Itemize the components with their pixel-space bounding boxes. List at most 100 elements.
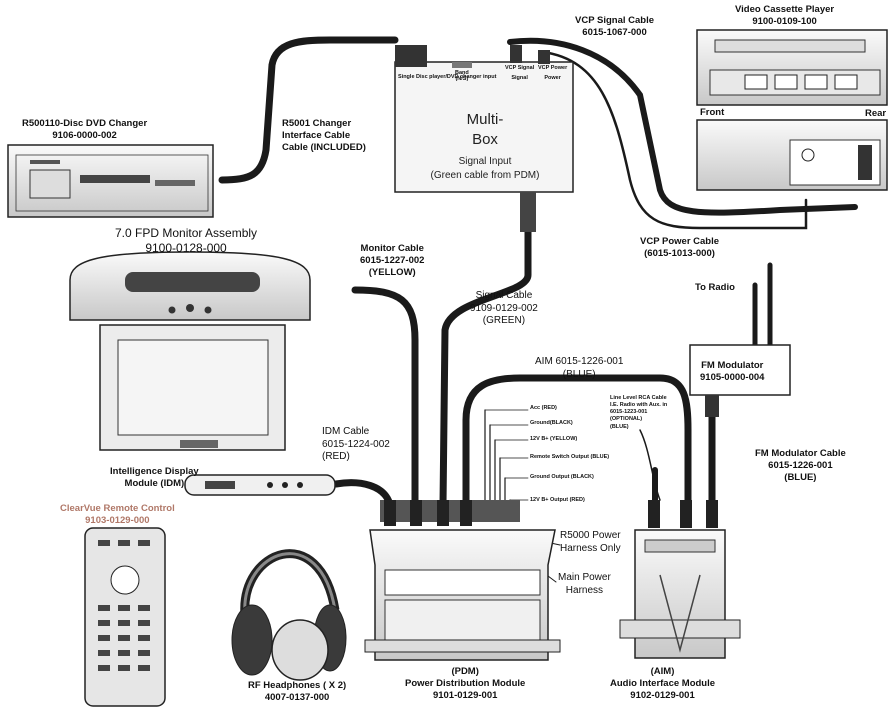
dvd-changer-label: R500110-Disc DVD Changer 9106-0000-002	[22, 118, 147, 142]
line-level-5: (BLUE)	[610, 423, 629, 430]
aim-label: (AIM) Audio Interface Module 9102-0129-0…	[610, 666, 715, 702]
multibox-port-changer: Single Disc player/DVD changer input	[398, 74, 497, 80]
signal-cable-part: 9109-0129-002	[470, 302, 538, 314]
fm-modulator-device	[689, 344, 791, 417]
r5000-harness-2: Harness Only	[560, 542, 621, 554]
monitor-cable-part: 6015-1227-002	[360, 254, 425, 266]
line-level-1: Line Level RCA Cable	[610, 395, 667, 401]
idm-cable	[332, 479, 394, 509]
signal-cable-color: (GREEN)	[482, 315, 526, 326]
signal-cable-label: Signal Cable 9109-0129-002 (GREEN)	[470, 290, 538, 328]
remote-label: ClearVue Remote Control 9103-0129-000	[60, 503, 175, 527]
multibox-signal-input-1: Signal Input	[458, 156, 512, 167]
r5000-harness-1: R5000 Power	[560, 530, 621, 541]
radio-wires	[752, 262, 773, 348]
r5000-harness-label: R5000 Power Harness Only	[560, 530, 621, 555]
monitor-cable-name: Monitor Cable	[360, 243, 424, 254]
vcp-signal-cable-label: VCP Signal Cable 6015-1067-000	[575, 15, 654, 39]
idm-line1: Intelligence Display	[110, 466, 199, 477]
main-harness-label: Main Power Harness	[558, 572, 611, 597]
changer-cable-line2: Interface Cable	[282, 129, 351, 141]
aim-device	[619, 500, 741, 659]
signal-cable	[439, 226, 532, 509]
multibox-signal-input-2: (Green cable from PDM)	[430, 169, 540, 181]
pdm-abbr: (PDM)	[451, 666, 479, 677]
vcr-label: Video Cassette Player 9100-0109-100	[735, 4, 834, 28]
dvd-changer-name: R500110-Disc DVD Changer	[22, 118, 148, 129]
idm-device	[184, 474, 336, 496]
harness-wires	[484, 409, 511, 521]
headphones-name: RF Headphones ( X 2)	[248, 680, 347, 691]
vcr-name: Video Cassette Player	[735, 4, 835, 15]
multibox-title-1: Multi-	[466, 111, 504, 128]
remote-part: 9103-0129-000	[85, 514, 150, 526]
monitor-label: 7.0 FPD Monitor Assembly 9100-0128-000	[115, 226, 257, 256]
aim-cable-name: AIM 6015-1226-001	[535, 356, 624, 367]
pdm-label: (PDM) Power Distribution Module 9101-012…	[405, 666, 525, 702]
idm-cable-color: (RED)	[322, 451, 350, 462]
vcr-device	[696, 29, 888, 191]
pdm-name: Power Distribution Module	[405, 677, 526, 689]
wire-12v: 12V B+ (YELLOW)	[530, 436, 578, 442]
vcr-front-label: Front	[700, 107, 725, 118]
line-level-2: I.E. Radio with Aux. in	[610, 402, 668, 409]
vcr-rear-label: Rear	[865, 108, 887, 119]
changer-cable-line1: R5001 Changer	[282, 118, 352, 129]
aim-cable-color: (BLUE)	[562, 368, 596, 380]
fm-mod-cable-label: FM Modulator Cable 6015-1226-001 (BLUE)	[755, 448, 846, 484]
vcr-part: 9100-0109-100	[752, 15, 817, 27]
multibox-port-band-l1: Band	[455, 70, 469, 76]
multibox-port-vcp-signal: VCP Signal Signal	[505, 65, 534, 81]
remote-name: ClearVue Remote Control	[60, 503, 175, 514]
line-level-3: 6015-1223-001	[610, 409, 648, 416]
monitor-cable	[351, 286, 419, 509]
wire-ground: Ground(BLACK)	[530, 420, 573, 426]
cables	[218, 36, 858, 583]
fm-mod-cable-name: FM Modulator Cable	[755, 448, 846, 459]
dvd-changer-part: 9106-0000-002	[52, 129, 117, 141]
aim-cable	[462, 374, 692, 509]
pdm-part: 9101-0129-001	[432, 689, 498, 701]
headphones-label: RF Headphones ( X 2) 4007-0137-000	[248, 680, 346, 704]
monitor-name: 7.0 FPD Monitor Assembly	[115, 226, 258, 240]
harness-ticks	[484, 409, 529, 501]
aim-cable-label: AIM 6015-1226-001 (BLUE)	[535, 356, 623, 381]
line-level-4: (OPTIONAL)	[610, 416, 643, 423]
headphones-device	[231, 549, 347, 681]
pdm-device	[364, 500, 561, 661]
line-level-label: Line Level RCA Cable I.E. Radio with Aux…	[610, 395, 667, 431]
idm-cable-name: IDM Cable	[322, 426, 370, 437]
vcp-signal-cable	[507, 37, 858, 216]
fm-mod-cable-color: (BLUE)	[784, 471, 817, 483]
aim-part: 9102-0129-001	[630, 689, 695, 701]
multibox-port-band: Band (N/S)	[455, 70, 469, 82]
fm-modulator-part: 9105-0000-004	[700, 371, 765, 383]
changer-cable-line3: Cable (INCLUDED)	[282, 141, 366, 153]
multibox-port-band-l2: (N/S)	[455, 76, 469, 82]
changer-cable	[218, 36, 399, 184]
idm-line2: Module (IDM)	[124, 477, 185, 489]
multibox-title: Multi- Box	[455, 110, 515, 151]
multibox-port-vcp-power: VCP Power Power	[538, 65, 567, 81]
vcp-signal-cable-name: VCP Signal Cable	[575, 15, 655, 26]
to-radio-label: To Radio	[695, 282, 735, 293]
vcp-power-cable	[541, 50, 808, 230]
fm-modulator-name: FM Modulator	[701, 360, 764, 371]
monitor-part: 9100-0128-000	[145, 241, 227, 255]
multibox-vcp-power-text: VCP Power	[538, 65, 568, 71]
aim-abbr: (AIM)	[650, 666, 675, 677]
signal-cable-name: Signal Cable	[475, 290, 533, 301]
vcp-power-cable-name: VCP Power Cable	[640, 236, 720, 247]
main-harness-2: Harness	[565, 584, 604, 596]
aim-name: Audio Interface Module	[610, 677, 716, 689]
main-harness-1: Main Power	[558, 572, 611, 583]
idm-cable-label: IDM Cable 6015-1224-002 (RED)	[322, 426, 390, 464]
monitor-cable-color: (YELLOW)	[368, 266, 416, 278]
wire-ground-out: Ground Output (BLACK)	[530, 474, 594, 480]
multibox-power-text: Power	[544, 75, 561, 81]
wire-remote: Remote Switch Output (BLUE)	[530, 454, 610, 460]
headphones-part: 4007-0137-000	[264, 691, 330, 703]
monitor-device	[69, 251, 311, 451]
vcp-power-cable-label: VCP Power Cable (6015-1013-000)	[640, 236, 719, 260]
